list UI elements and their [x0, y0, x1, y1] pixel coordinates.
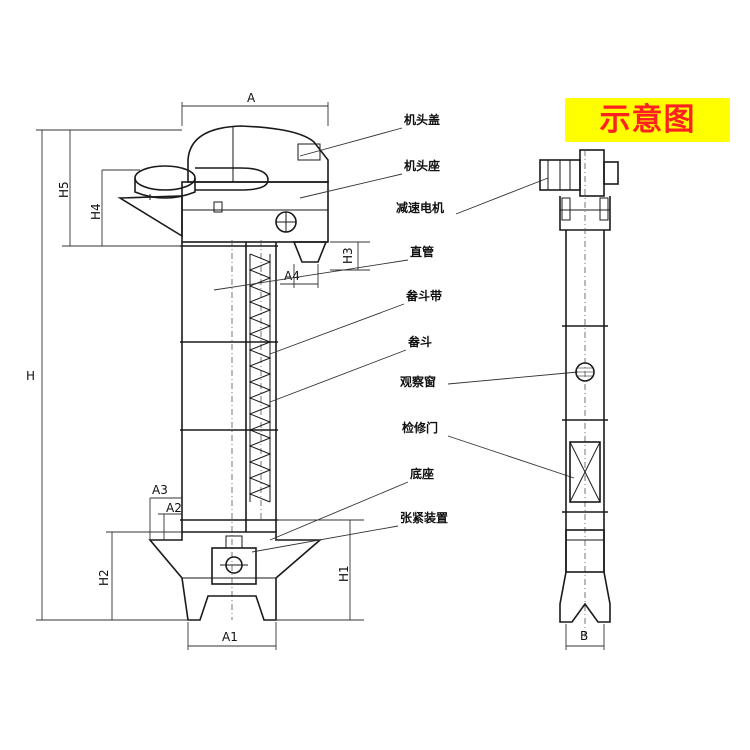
label-tensioner: 张紧装置 — [400, 510, 448, 525]
dim-H: H — [26, 369, 35, 383]
dim-H5: H5 — [57, 181, 71, 198]
discharge-chute — [117, 195, 183, 238]
dim-B: B — [580, 629, 588, 643]
diagram-title: 示意图 — [565, 98, 730, 142]
label-head-cover: 机头盖 — [404, 112, 440, 127]
label-access-door: 检修门 — [402, 420, 438, 435]
label-straight-pipe: 直管 — [410, 244, 434, 259]
label-bucket: 畚斗 — [408, 334, 432, 349]
side-access-door — [569, 441, 601, 503]
label-reducer-motor: 减速电机 — [396, 200, 444, 215]
label-bucket-belt: 畚斗带 — [406, 288, 442, 303]
part-labels: 机头盖 机头座 减速电机 直管 畚斗带 畚斗 观察窗 检修门 底座 张紧装置 — [213, 112, 579, 553]
dim-H1: H1 — [337, 565, 351, 582]
side-observation-window — [575, 362, 595, 382]
base — [148, 531, 323, 621]
front-view: A H H5 H4 H3 A4 A3 A2 H2 — [26, 91, 370, 650]
side-view: B — [539, 149, 619, 650]
dim-A4: A4 — [284, 269, 300, 283]
side-base-feet — [559, 571, 611, 623]
dim-A: A — [247, 91, 256, 105]
dim-H2: H2 — [97, 569, 111, 586]
dim-A3: A3 — [152, 483, 168, 497]
dim-A1: A1 — [222, 630, 238, 644]
label-head-seat: 机头座 — [404, 158, 440, 173]
motor-drum — [134, 165, 196, 191]
head-seat — [181, 181, 329, 243]
hopper — [292, 241, 328, 263]
tensioner — [211, 535, 257, 585]
head-cover — [187, 125, 329, 183]
label-base: 底座 — [410, 466, 434, 481]
buckets — [248, 253, 272, 503]
label-observation-window: 观察窗 — [400, 374, 436, 389]
dim-H3: H3 — [341, 247, 355, 264]
dim-A2: A2 — [166, 501, 182, 515]
dim-H4: H4 — [89, 203, 103, 220]
